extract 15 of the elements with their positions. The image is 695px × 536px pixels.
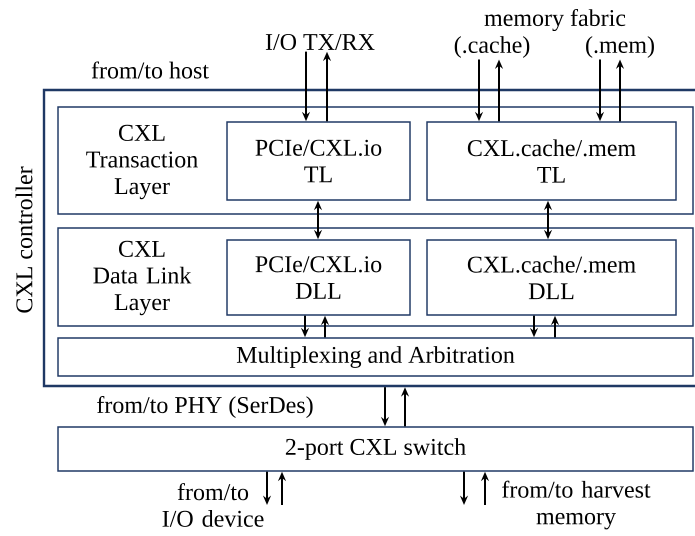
node-label: CXL controller [16,166,32,313]
block-box: Multiplexing and Arbitration [57,337,694,377]
text-label: memory fabric [484,8,626,32]
port-label: I/O TX/RX [266,34,375,50]
block-box: CXL.cache/.mem DLL [426,239,677,316]
block-box: PCIe/CXL.io DLL [226,239,411,316]
port-label: (.cache) [454,36,530,58]
port-label: from/to harvest memory [502,480,651,530]
port-label: from/to I/O device [162,483,264,527]
block-box: CXL.cache/.mem TL [426,121,677,201]
text-label: from/to PHY (SerDes) [97,396,313,418]
text-label: from/to host [92,61,209,79]
port-label: (.mem) [586,36,654,58]
block-box: PCIe/CXL.io TL [226,121,411,201]
switch-box: 2-port CXL switch [57,426,694,472]
